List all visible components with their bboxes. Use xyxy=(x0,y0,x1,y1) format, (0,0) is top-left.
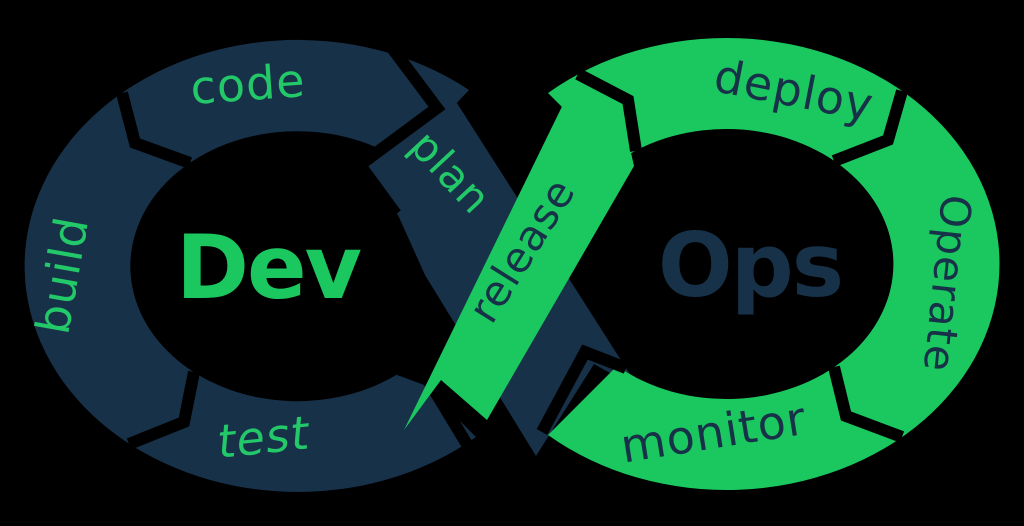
gap-operate-monitor xyxy=(828,365,905,443)
gap-deploy-operate xyxy=(831,89,908,167)
ops-ring xyxy=(548,38,1000,491)
ops-title: Ops xyxy=(658,214,842,317)
gap-code-build xyxy=(116,91,193,169)
release-arrow-band xyxy=(404,84,634,430)
gap-code-plan xyxy=(351,44,446,218)
gap-monitor-plan xyxy=(536,344,629,435)
dev-ring xyxy=(24,39,477,492)
stage-label-code: code xyxy=(189,53,307,115)
dev-title: Dev xyxy=(176,216,362,319)
gap-test-release xyxy=(371,354,474,450)
stage-label-test: test xyxy=(215,405,313,468)
gap-release-deploy xyxy=(575,68,642,152)
gap-build-test xyxy=(126,370,200,450)
